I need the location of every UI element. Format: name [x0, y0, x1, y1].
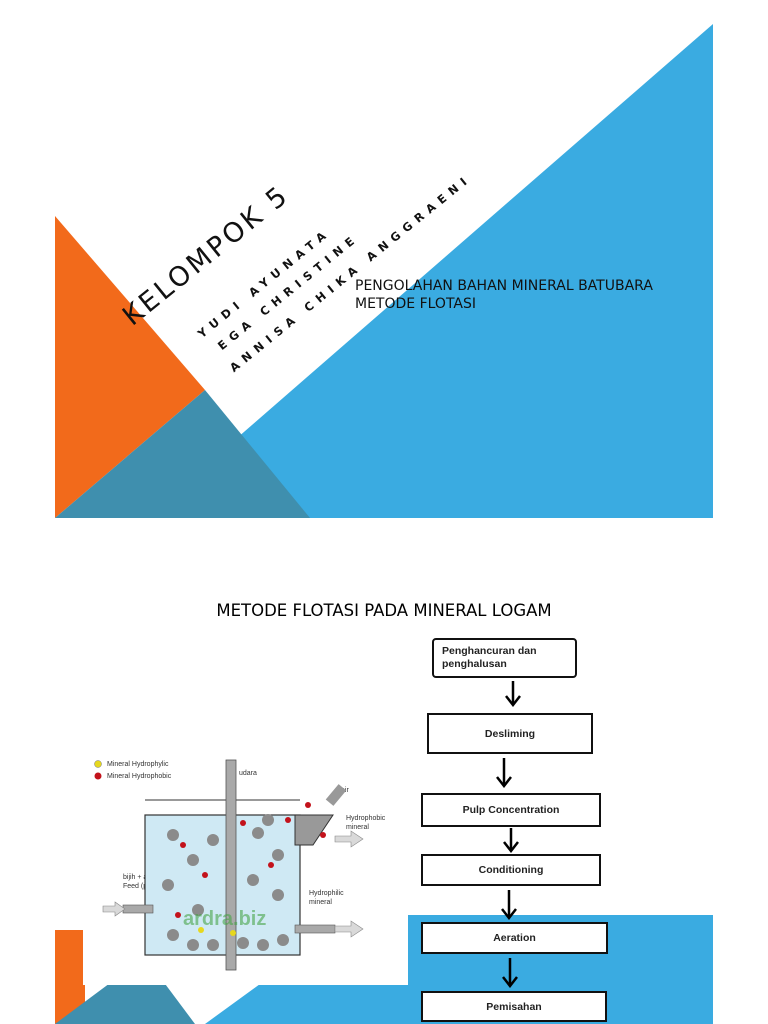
- down-arrow-icon: [502, 958, 518, 992]
- down-arrow-icon: [505, 681, 521, 711]
- subtitle-line-2: METODE FLOTASI: [355, 296, 477, 312]
- flow-step-penghancuran: Penghancuran dan penghalusan: [432, 638, 577, 678]
- flow-step-6-label: Pemisahan: [486, 1000, 542, 1013]
- flow-step-1-line2: penghalusan: [442, 658, 507, 670]
- hydrophilic-arrow: [334, 920, 364, 938]
- label-hydrophilic-1: Hydrophilic: [309, 890, 344, 897]
- subtitle-line-1: PENGOLAHAN BAHAN MINERAL BATUBARA: [355, 278, 653, 294]
- content-slide: METODE FLOTASI PADA MINERAL LOGAM Minera…: [55, 585, 713, 1024]
- flow-step-2-label: Desliming: [484, 727, 536, 740]
- hydrophobic-legend-dot: [94, 772, 102, 780]
- title-slide: KELOMPOK 5 YUDI AYUNATA EGA CHRISTINE AN…: [55, 24, 713, 518]
- feed-pipe: [122, 904, 154, 914]
- legend-hydrophylic: Mineral Hydrophylic: [107, 761, 169, 768]
- legend-hydrophobic: Mineral Hydrophobic: [107, 773, 172, 780]
- air-pipe: [225, 759, 237, 971]
- flow-step-1-line1: Penghancuran dan: [442, 645, 537, 657]
- flotation-cell-svg: Mineral Hydrophylic Mineral Hydrophobic …: [94, 759, 386, 971]
- flow-step-4-label: Conditioning: [478, 864, 544, 876]
- slide-title: METODE FLOTASI PADA MINERAL LOGAM: [216, 601, 552, 620]
- label-udara: udara: [239, 770, 257, 777]
- orange-corner-shape: [55, 930, 85, 1024]
- flow-step-pulp-concentration: Pulp Concentration: [421, 793, 601, 827]
- diagram-watermark: ardra.biz: [183, 908, 266, 930]
- label-feed-1: bijih + air: [123, 874, 152, 881]
- label-hydrophobic-1: Hydrophobic: [346, 815, 386, 822]
- blue-triangle: [145, 24, 713, 518]
- teal-corner-shape: [55, 957, 195, 1024]
- flow-step-aeration: Aeration: [421, 922, 608, 954]
- flow-step-5-label: Aeration: [493, 932, 536, 944]
- red-particles: [175, 802, 326, 918]
- down-arrow-icon: [503, 828, 519, 857]
- overflow-launder: [294, 814, 334, 846]
- down-arrow-icon: [501, 890, 517, 924]
- hydrophylic-legend-dot: [94, 760, 102, 768]
- label-hydrophilic-2: mineral: [309, 899, 332, 906]
- orange-triangle: [55, 216, 205, 518]
- feed-arrow: [102, 901, 126, 917]
- yellow-particles: [198, 927, 236, 936]
- gray-particles: [162, 814, 289, 951]
- presentation-subtitle: PENGOLAHAN BAHAN MINERAL BATUBARA METODE…: [355, 277, 653, 313]
- flow-step-3-label: Pulp Concentration: [462, 804, 560, 816]
- flotation-cell-diagram: Mineral Hydrophylic Mineral Hydrophobic …: [83, 745, 408, 985]
- label-feed-2: Feed (pulp): [123, 883, 159, 890]
- tailings-pipe: [294, 924, 336, 934]
- flow-step-pemisahan: Pemisahan: [421, 991, 607, 1022]
- label-hydrophobic-2: mineral: [346, 824, 369, 831]
- flow-step-conditioning: Conditioning: [421, 854, 601, 886]
- flow-step-desliming: Desliming: [427, 713, 593, 754]
- slide1-background-shapes: [55, 24, 713, 518]
- spray-nozzle: [325, 784, 347, 806]
- down-arrow-icon: [496, 758, 512, 792]
- hydrophobic-arrow: [334, 830, 364, 848]
- teal-triangle: [55, 390, 310, 518]
